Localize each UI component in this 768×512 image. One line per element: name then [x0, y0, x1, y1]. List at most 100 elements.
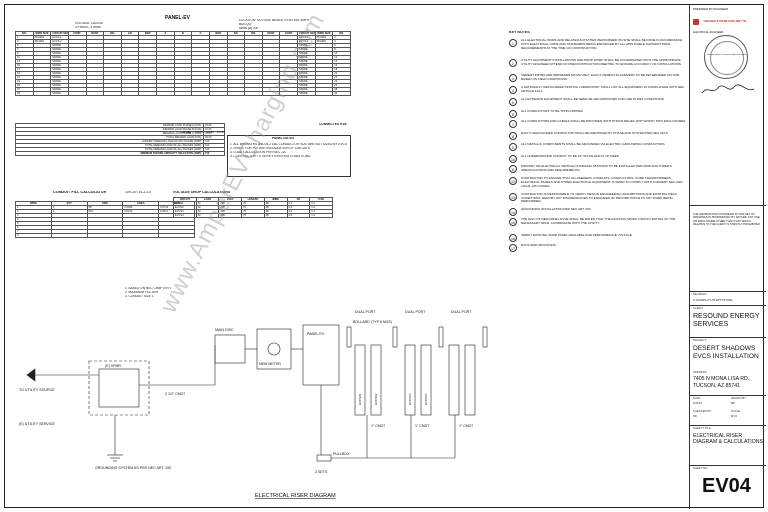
panel-cell	[103, 91, 122, 96]
panel-voltage-label: VOLTAGE:	[75, 22, 91, 25]
info-label: SCALE:	[731, 409, 741, 413]
table-row: 8	[15, 233, 195, 238]
panel-note: 2. SPACE FOR FUTURE INSTALLATION OF CIRC…	[230, 147, 310, 150]
client: RESOUND ENERGY SERVICES	[693, 313, 760, 328]
note-number: 8	[509, 131, 517, 140]
panel-cell	[226, 91, 246, 96]
panel-cell	[85, 91, 105, 96]
panel-voltage: 120/208	[91, 22, 103, 25]
note-number: 6	[509, 109, 517, 118]
panel-title: PANEL-EV	[165, 15, 190, 21]
signature-icon	[701, 84, 755, 94]
panel-main-value: 200	[253, 27, 259, 30]
panel-note: 1. ALL BREAKERS AND ACTUAL CONDUCTOR SIZ…	[230, 143, 348, 146]
disclaimer: THE INFORMATION CONTAINED IN THIS SET OF…	[693, 213, 761, 226]
riser-port: DUAL PORT	[405, 310, 426, 314]
charger-label: EVCS04	[424, 393, 428, 405]
info-value: NTS	[731, 415, 738, 418]
key-notes: KEY NOTES 1 ALL ELECTRICAL WORK AND RELAT…	[509, 31, 689, 471]
note-number: 11	[509, 165, 517, 174]
key-note-text: CONTRACTOR IS RESPONSIBLE TO VERIFY DESI…	[521, 192, 677, 204]
riser-port: DUAL PORT	[451, 310, 472, 314]
charger-label: EVCS02	[374, 393, 378, 405]
key-notes-title: KEY NOTES	[509, 31, 530, 34]
riser-xfmr: (E) XFMR	[105, 364, 121, 368]
key-note-text: ALL CONDUCTORS TO BE THHN COPPER.	[521, 109, 584, 113]
prepared-by: PREPARED BY ENGINEER	[693, 8, 729, 11]
note-number: 13	[509, 192, 517, 201]
info-value: XX/XX	[693, 402, 703, 405]
vdrop-cell: EVCS4	[173, 213, 197, 218]
key-note-text: ALL CONDUCTORS AND CABLES SHALL BE PROVI…	[521, 119, 687, 123]
panel-header-cell: CIRCUIT DESCRIPTION	[50, 31, 69, 36]
note-number: 9	[509, 143, 517, 152]
panel-cell	[120, 91, 140, 96]
riser-title: ELECTRICAL RISER DIAGRAM	[255, 493, 336, 499]
riser-utility-service: (E) UTILITY SERVICE	[19, 422, 55, 426]
conduit-cell	[86, 233, 124, 238]
charger-label: EVCS01	[358, 393, 362, 405]
riser-main-disc: MAIN DISC	[215, 328, 234, 332]
panel-bus: BUS (A):	[239, 23, 252, 26]
vdrop-cell: 75	[241, 213, 265, 218]
firm-logo-icon	[693, 18, 699, 25]
conduit-subtitle: CIRCUIT #1-2-3-4	[125, 191, 151, 194]
panel-cell	[279, 91, 298, 96]
load-label: MINIMUM FEEDER AMPACITY SELECTION (AMP):	[15, 151, 204, 156]
project-label: PROJECT:	[693, 338, 707, 342]
note-number: 14	[509, 208, 517, 217]
riser-grounding: GROUNDING SYSTEM AS PER NEC ART. 250	[95, 466, 171, 470]
firm-sub: ELECTRICAL ENGINEER	[693, 31, 724, 34]
panel-cell: 29	[15, 91, 34, 96]
panel-cell	[32, 91, 52, 96]
firm-logo: DURAB EVKIM ERCAN P.E. ELECTRICAL ENGINE…	[693, 13, 763, 34]
total-label: TOTAL	[181, 131, 192, 134]
revision: 0 ISSUED FOR APPROVAL	[693, 299, 733, 302]
panel-cell	[173, 91, 193, 96]
note-number: 17	[509, 244, 517, 252]
revision-label: REVISION	[693, 292, 707, 296]
total-b: 14.40	[206, 131, 214, 134]
key-note-text: A NATIONALLY RECOGNIZED TESTING LABORATO…	[521, 86, 685, 93]
panel-cell	[208, 91, 228, 96]
panel-header-cell: WIRE SIZE	[32, 31, 52, 36]
project: DESERT SHADOWS EVCS INSTALLATION	[693, 345, 759, 360]
info-label: DATE:	[693, 396, 702, 400]
vdrop-cell: 2.6	[286, 213, 311, 218]
panel-cell	[191, 91, 210, 96]
key-note-text: GROUNDING INSTALLATION PER NEC ART. 250	[521, 208, 591, 212]
vdrop-title: VOLTAGE DROP CALCULATIONS	[173, 191, 231, 194]
panel-cell	[244, 91, 263, 96]
key-note-text: ALL ELECTRICAL WORK AND RELATED ACTIVITI…	[521, 39, 683, 50]
sheet-no-label: SHEET NO:	[693, 466, 709, 470]
panel-location: LOCATION: OUTSIDE BESIDE EXISTING XMFR	[239, 19, 310, 22]
address-label: ADDRESS:	[693, 370, 708, 374]
key-note-text: CONTRACTOR TO ENSURE THAT ALL FEEDERS, C…	[521, 176, 683, 188]
key-note-text: VERIFY EXISTING XFMR PANEL AVAILABLE AND…	[521, 234, 633, 237]
address: 7405 N MONA LISA RD.,	[693, 376, 751, 382]
charger-label: EVCS03	[408, 393, 412, 405]
note-number: 1	[509, 39, 517, 47]
key-note-text: ALL METALLIC COMPONENTS SHALL BE GROUNDE…	[521, 143, 666, 147]
info-label: DRAWN BY:	[731, 396, 747, 400]
note-number: 15	[509, 218, 517, 227]
riser-run-note: 1" CNDT	[459, 424, 474, 428]
riser-conduit: 2 1/2" CNDT	[165, 392, 186, 396]
note-number: 16	[509, 234, 517, 242]
engineer-seal-icon: REGISTERED PROFESSIONAL ENGINEER	[704, 35, 748, 79]
panel-main: MAIN (A):	[239, 27, 253, 30]
seal-text: REGISTERED PROFESSIONAL ENGINEER	[707, 54, 747, 56]
note-number: 12	[509, 176, 517, 185]
vdrop-cell: 1.3	[309, 213, 333, 218]
panel-cell: SPARE	[50, 91, 69, 96]
panel-cell	[261, 91, 281, 96]
key-note-text: ALL EXTERIOR EQUIPMENT SHALL BE NEMA 3R …	[521, 97, 665, 101]
